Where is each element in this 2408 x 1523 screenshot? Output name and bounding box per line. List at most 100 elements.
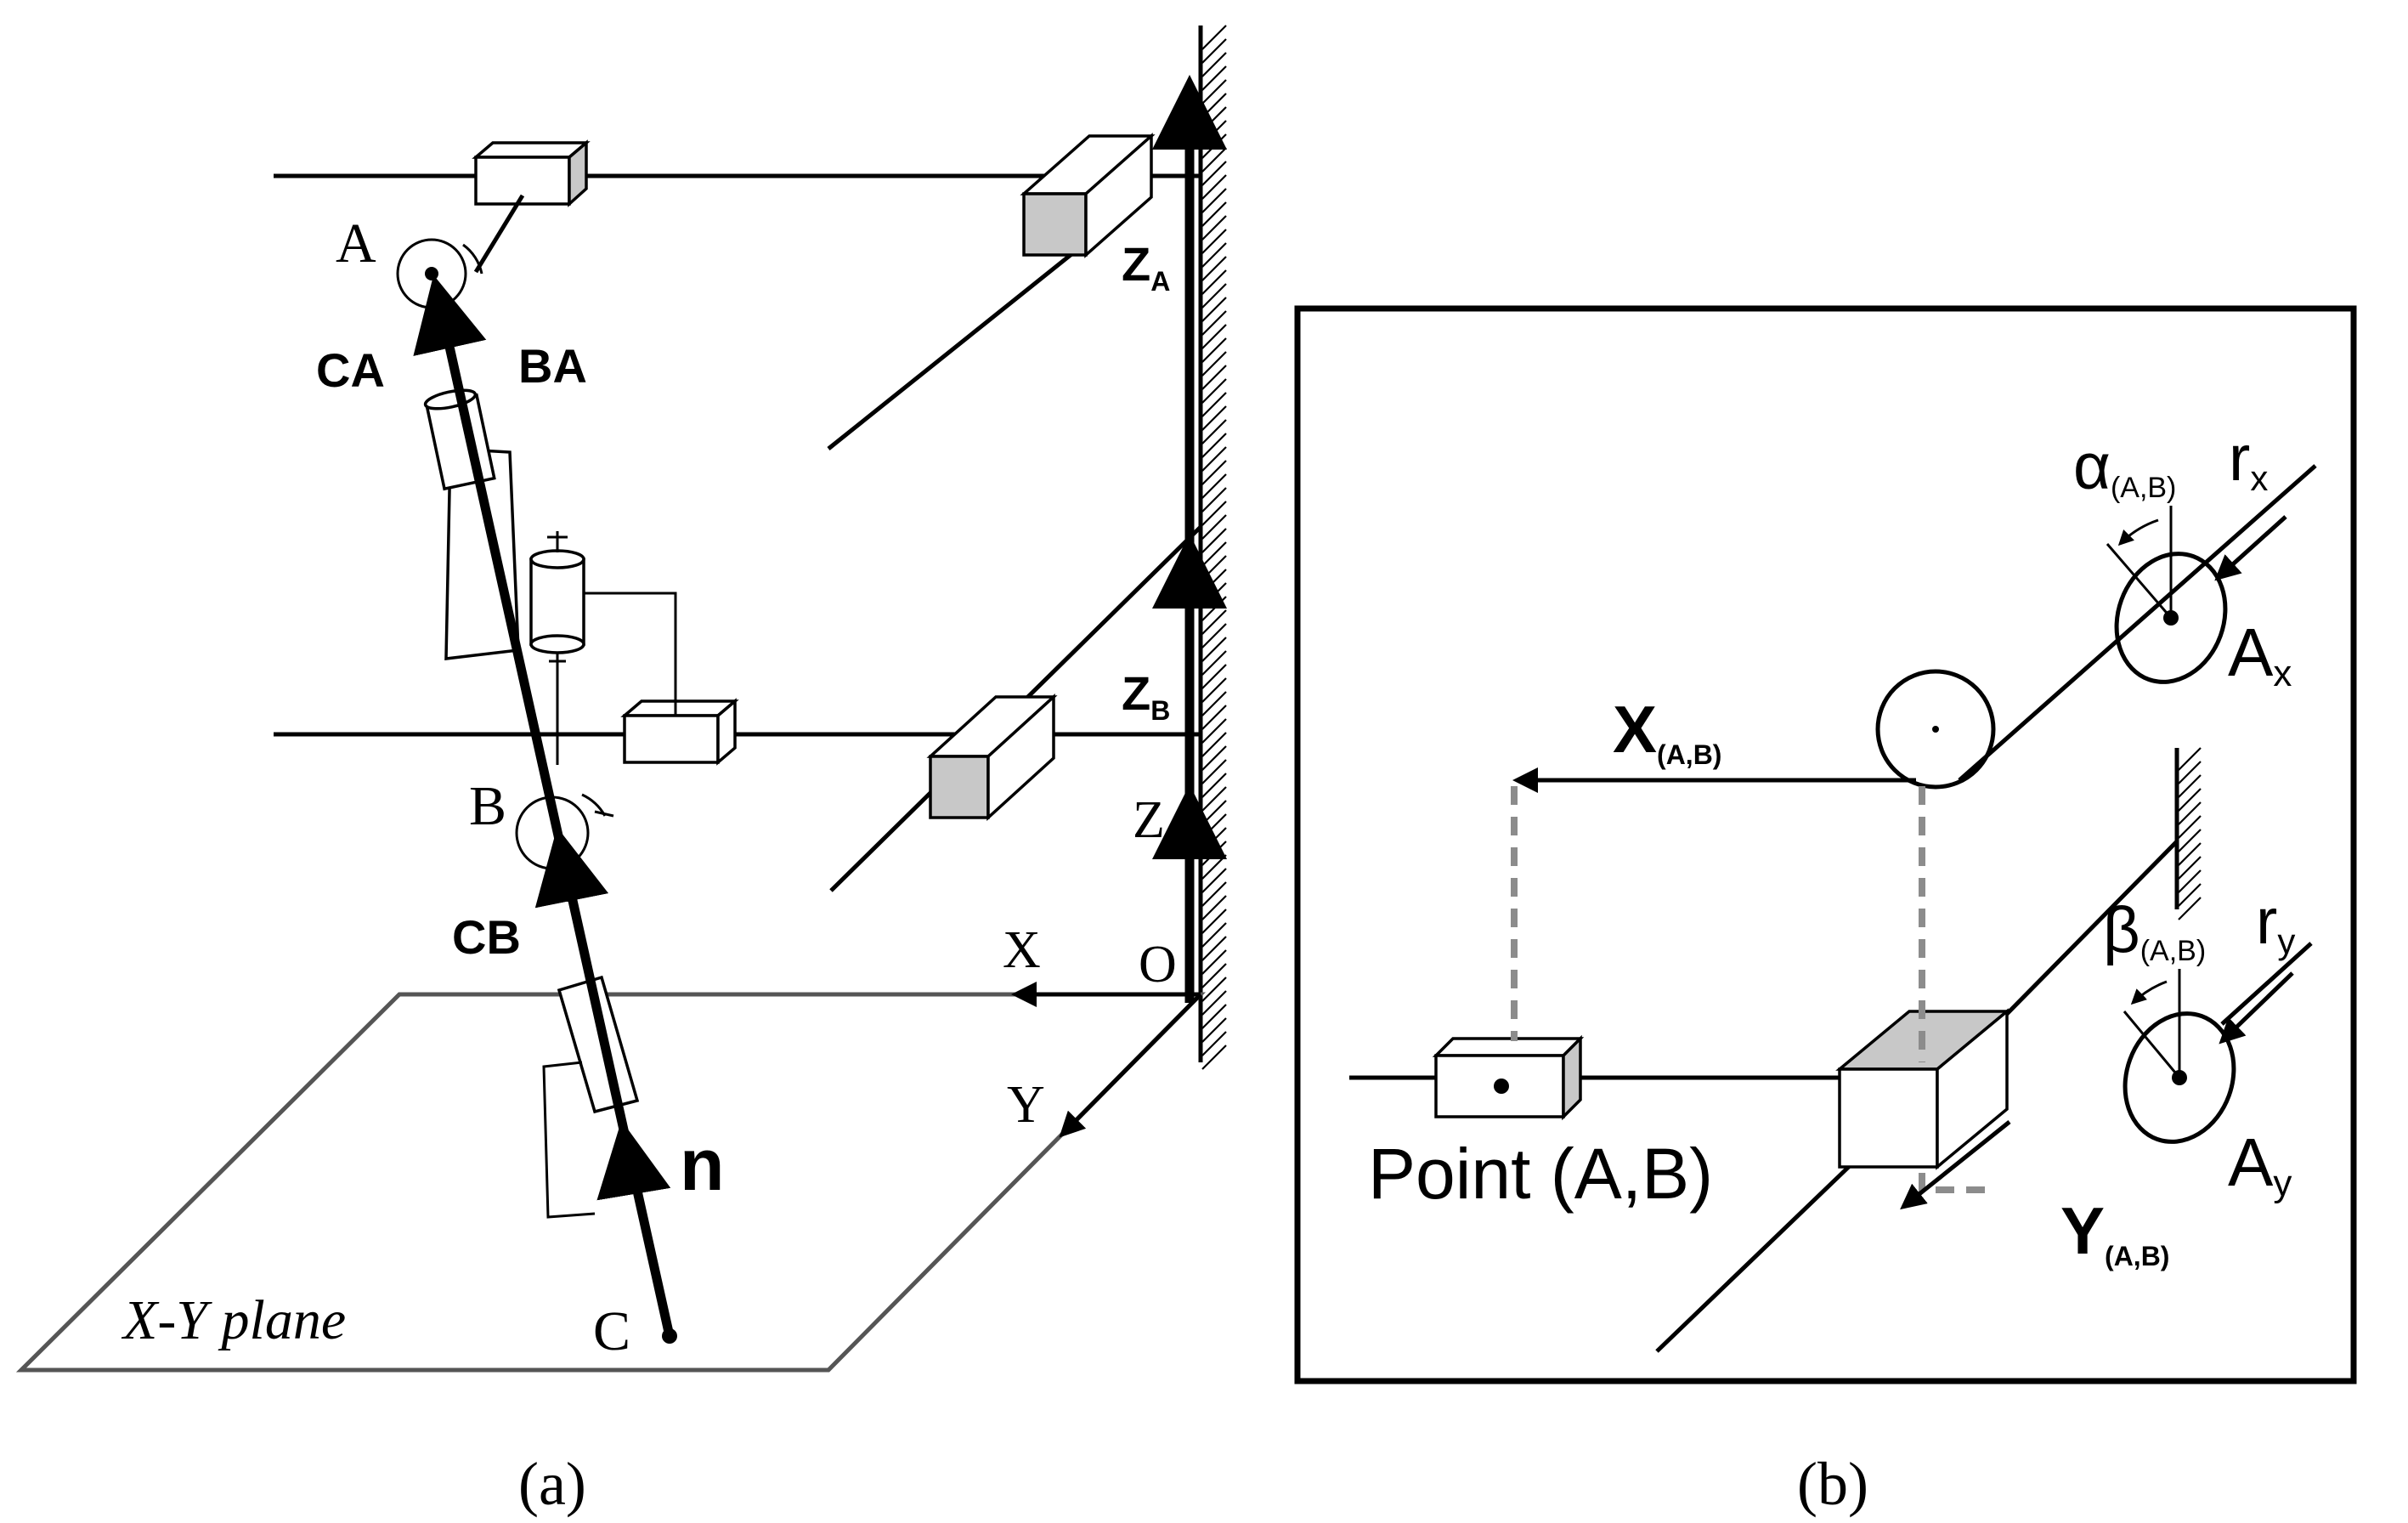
label-ay-sub: y <box>2273 1163 2292 1204</box>
wall-hatch-line <box>1201 541 1227 567</box>
wall-hatch-line <box>1201 269 1227 295</box>
point-box <box>1432 1034 1585 1121</box>
wall-hatch-line <box>1201 337 1227 363</box>
wall-hatch-line <box>1201 79 1227 105</box>
wall-hatch-line <box>1201 25 1227 50</box>
wall-hatch-line <box>1201 52 1227 77</box>
label-y: Y <box>1007 1076 1045 1134</box>
pulley <box>1875 669 1996 790</box>
xy-plane <box>15 992 1206 1373</box>
wall-hatch-line <box>1201 324 1227 349</box>
wall-hatch-line <box>1201 881 1227 907</box>
wall-hatch-line <box>1201 528 1227 553</box>
wall-hatch-line <box>2178 883 2202 907</box>
wall-hatch-line <box>1201 800 1227 825</box>
wall-hatch-line <box>2178 774 2202 798</box>
ay-ellipse <box>2123 1011 2236 1144</box>
label-n: n <box>680 1124 725 1206</box>
wall-hatch-line <box>1201 841 1227 866</box>
wall-hatch-line <box>1201 147 1227 173</box>
wall-hatch-line <box>1201 609 1227 635</box>
xy-plane-label: X-Y plane <box>121 1289 346 1351</box>
actuator-cylinder <box>529 531 677 765</box>
wall-hatch-line <box>1201 623 1227 648</box>
wall-hatch-line <box>1201 773 1227 798</box>
wall-hatch-line <box>2178 761 2202 784</box>
wall-hatch-line <box>1201 977 1227 1002</box>
wall-hatch-line <box>1201 188 1227 213</box>
wall-hatch-line <box>1201 201 1227 227</box>
label-cb: CB <box>452 910 521 964</box>
wall-hatch-line <box>1201 732 1227 757</box>
wall-hatch-line <box>1201 705 1227 730</box>
wall-hatch-line <box>1201 555 1227 580</box>
wall-hatch-line <box>1201 120 1227 145</box>
wall-hatch-line <box>1201 854 1227 880</box>
wall-hatch-line <box>1201 174 1227 200</box>
wall-hatch-line <box>1201 936 1227 961</box>
rail-y-lower-back <box>2004 840 2179 1017</box>
wall-hatch-line <box>1201 310 1227 336</box>
wall-hatch-line <box>2178 869 2202 893</box>
label-za-sub: A <box>1150 266 1170 297</box>
ry-arrow <box>2219 971 2294 1045</box>
wall-hatch-line <box>1201 827 1227 852</box>
wall-hatch-line <box>1201 514 1227 540</box>
wall-hatch-line <box>1201 990 1227 1016</box>
wall-hatch-line <box>2178 801 2202 825</box>
label-alpha: α(A,B) <box>2073 431 2176 504</box>
y-axis-arrow <box>1059 993 1202 1138</box>
label-x: X <box>1003 921 1041 979</box>
label-point-ab: Point (A,B) <box>1368 1134 1713 1214</box>
wall-hatch-line <box>2178 815 2202 839</box>
wall-hatch-line <box>1201 256 1227 281</box>
y-axis-b-arrow <box>1900 1120 2011 1210</box>
panel-b-frame <box>1294 305 2357 1384</box>
wall-hatch-line <box>2178 897 2202 920</box>
wall-hatch-line <box>1201 949 1227 975</box>
wall-hatch-line <box>1201 637 1227 662</box>
caption-b: (b) <box>1797 1450 1868 1518</box>
wall-hatch-line <box>1201 895 1227 920</box>
wall-hatch-line <box>1201 242 1227 268</box>
ax-ellipse <box>2114 552 2228 684</box>
label-x-ab: X(A,B) <box>1613 692 1721 770</box>
label-ax-sub: x <box>2273 653 2292 694</box>
wall-hatch-line <box>1201 718 1227 744</box>
wall-hatch-line <box>1201 473 1227 499</box>
wall-a <box>1198 25 1227 1070</box>
wall-hatch-line <box>1201 433 1227 458</box>
wall-hatch-line <box>1201 745 1227 771</box>
label-rx-sub: x <box>2250 458 2268 498</box>
wall-hatch-line <box>1201 365 1227 390</box>
wall-hatch-line <box>1201 419 1227 444</box>
rx-arrow <box>2214 515 2287 581</box>
panel-a: X-Y plane <box>15 25 1227 1518</box>
wall-hatch-line <box>2178 842 2202 866</box>
wall-hatch-line <box>1201 650 1227 676</box>
rail-x-upper <box>1958 464 2317 782</box>
wall-hatch-line <box>1201 582 1227 608</box>
caption-a: (a) <box>518 1450 586 1518</box>
label-y-ab: Y(A,B) <box>2060 1193 2169 1271</box>
label-y-ab-sub: (A,B) <box>2105 1241 2169 1271</box>
wall-hatch-line <box>1201 93 1227 118</box>
label-ba: BA <box>518 339 587 393</box>
label-point-c: C <box>593 1300 630 1362</box>
slider-a-right <box>1020 133 1156 258</box>
wall-hatch-line <box>1201 596 1227 621</box>
wall-hatch-line <box>1201 922 1227 948</box>
label-alpha-sub: (A,B) <box>2111 472 2176 504</box>
label-zb: ZB <box>1122 666 1170 726</box>
label-point-a: A <box>336 212 376 275</box>
rail-y-lower-right <box>2220 942 2313 1026</box>
wall-hatch-line <box>1201 297 1227 322</box>
wall-hatch-line <box>1201 392 1227 417</box>
label-o: O <box>1139 936 1177 994</box>
slider-b-middle <box>620 698 739 766</box>
rod-cb-arrow <box>534 827 609 909</box>
wall-hatch-line <box>1201 677 1227 703</box>
wall-hatch-line <box>1201 215 1227 241</box>
wall-hatch-line <box>2178 747 2202 771</box>
